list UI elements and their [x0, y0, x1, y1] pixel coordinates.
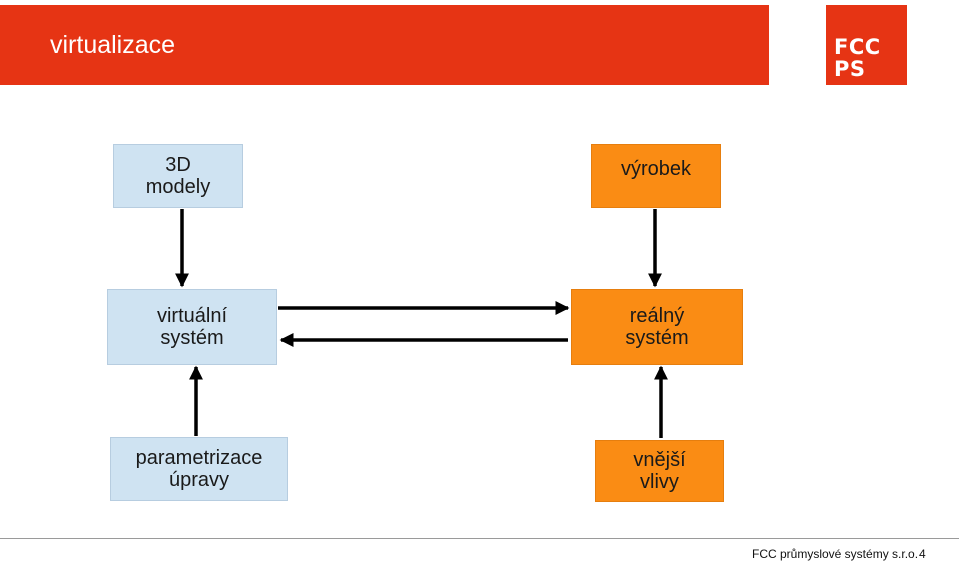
box-real-system-line1: reálný [629, 305, 685, 327]
box-virtual-system: virtuální systém [107, 289, 277, 365]
box-product: výrobek [591, 144, 721, 208]
box-product-line1: výrobek [620, 158, 692, 180]
slide-title: virtualizace [50, 31, 176, 59]
box-real-system-line2: systém [625, 327, 689, 349]
logo-line-2: PS [834, 57, 866, 81]
box-parametrization-line1: parametrizace [135, 447, 263, 469]
footer-company: FCC průmyslové systémy s.r.o. [752, 547, 919, 561]
box-parametrization: parametrizace úpravy [110, 437, 288, 501]
box-external-line2: vlivy [640, 471, 679, 493]
logo-line-1: FCC [834, 35, 881, 59]
box-virtual-system-line1: virtuální [156, 305, 228, 327]
box-external-line1: vnější [633, 449, 686, 471]
box-3d-models-line1: 3D [165, 154, 191, 176]
box-virtual-system-line2: systém [160, 327, 224, 349]
title-bar [0, 5, 769, 85]
box-3d-models: 3D modely [113, 144, 243, 208]
page-number: 4 [919, 547, 926, 561]
footer-divider [0, 538, 959, 539]
box-parametrization-line2: úpravy [168, 469, 230, 491]
box-real-system: reálný systém [571, 289, 743, 365]
box-external-influences: vnější vlivy [595, 440, 724, 502]
fcc-ps-logo: FCC PS [826, 5, 907, 85]
box-3d-models-line2: modely [145, 176, 211, 198]
